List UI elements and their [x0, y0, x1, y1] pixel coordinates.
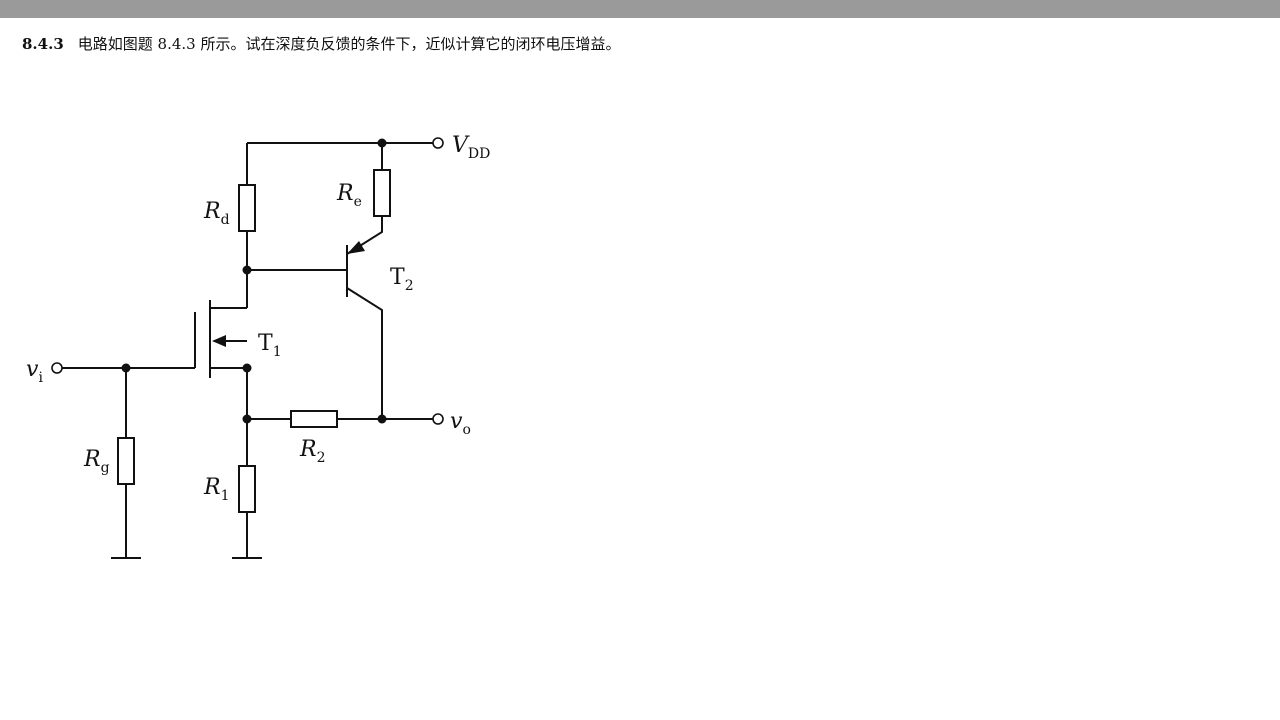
- vdd-label: VDD: [452, 133, 490, 162]
- emitter-arrow: [347, 241, 365, 254]
- rd-label: Rd: [203, 199, 230, 228]
- t2-label: T2: [390, 265, 414, 294]
- vi-label: vi: [26, 357, 43, 386]
- rg-resistor: [117, 437, 135, 485]
- vi-terminal: [51, 362, 63, 374]
- r2-label: R2: [299, 437, 326, 466]
- problem-text: 电路如图题 8.4.3 所示。试在深度负反馈的条件下，近似计算它的闭环电压增益。: [77, 35, 621, 53]
- t2-collector-wire: [346, 287, 383, 419]
- junction-dot: [242, 363, 252, 373]
- t1-label: T1: [258, 331, 282, 360]
- rd-resistor: [238, 184, 256, 232]
- re-label: Re: [336, 181, 362, 210]
- junction-dot: [242, 414, 252, 424]
- r1-label: R1: [203, 475, 230, 504]
- problem-number: 8.4.3: [22, 35, 64, 53]
- vdd-terminal: [432, 137, 444, 149]
- r2-resistor: [290, 410, 338, 428]
- top-bar: [0, 0, 1280, 18]
- r1-resistor: [238, 465, 256, 513]
- t1-body-arrow: [212, 335, 226, 347]
- rg-label: Rg: [83, 447, 110, 476]
- re-resistor: [373, 169, 391, 217]
- junction-dot: [377, 138, 387, 148]
- problem-statement: 8.4.3 电路如图题 8.4.3 所示。试在深度负反馈的条件下，近似计算它的闭环…: [22, 33, 620, 54]
- vo-label: vo: [450, 409, 471, 438]
- junction-dot: [377, 414, 387, 424]
- junction-dot: [121, 363, 131, 373]
- junction-dot: [242, 265, 252, 275]
- emitter-wire: [346, 216, 383, 255]
- vo-terminal: [432, 413, 444, 425]
